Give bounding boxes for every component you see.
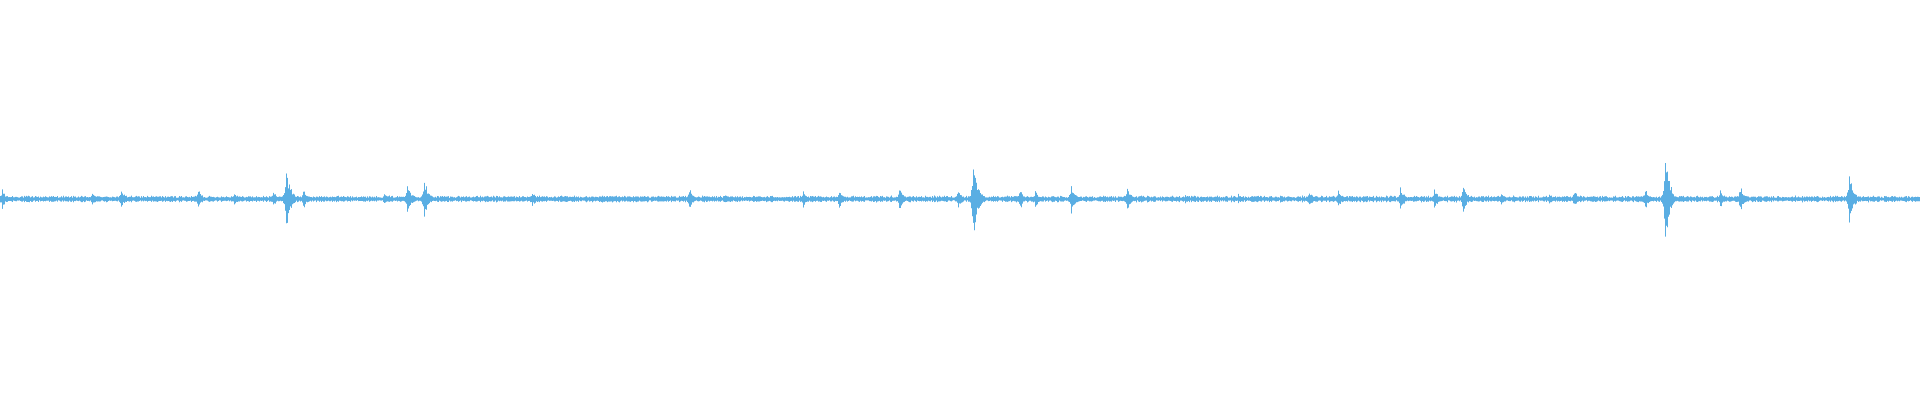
waveform-peaks [0, 163, 1920, 237]
